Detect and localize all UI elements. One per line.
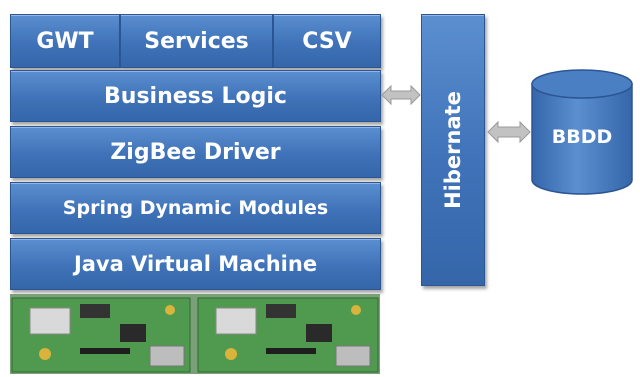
java-virtual-machine-layer: Java Virtual Machine <box>10 238 381 290</box>
zigbee-driver-layer: ZigBee Driver <box>10 126 381 178</box>
database-icon <box>531 69 633 195</box>
hibernate-box: Hibernate <box>421 14 485 286</box>
business-logic-label: Business Logic <box>104 83 287 109</box>
java-virtual-machine-label: Java Virtual Machine <box>73 252 318 276</box>
hardware-boards-image <box>10 294 380 374</box>
services-label: Services <box>144 28 249 54</box>
gwt-box: GWT <box>10 14 120 68</box>
zigbee-driver-label: ZigBee Driver <box>110 139 281 165</box>
double-arrow-icon <box>487 120 531 144</box>
services-box: Services <box>120 14 273 68</box>
gwt-label: GWT <box>36 28 94 54</box>
spring-dynamic-modules-label: Spring Dynamic Modules <box>62 197 329 219</box>
hibernate-label: Hibernate <box>441 91 465 209</box>
double-arrow-icon <box>381 84 421 106</box>
spring-dynamic-modules-layer: Spring Dynamic Modules <box>10 182 381 234</box>
database-cylinder: BBDD <box>530 68 634 198</box>
csv-box: CSV <box>273 14 381 68</box>
csv-label: CSV <box>302 28 352 54</box>
business-logic-layer: Business Logic <box>10 70 381 122</box>
database-label: BBDD <box>551 126 613 148</box>
